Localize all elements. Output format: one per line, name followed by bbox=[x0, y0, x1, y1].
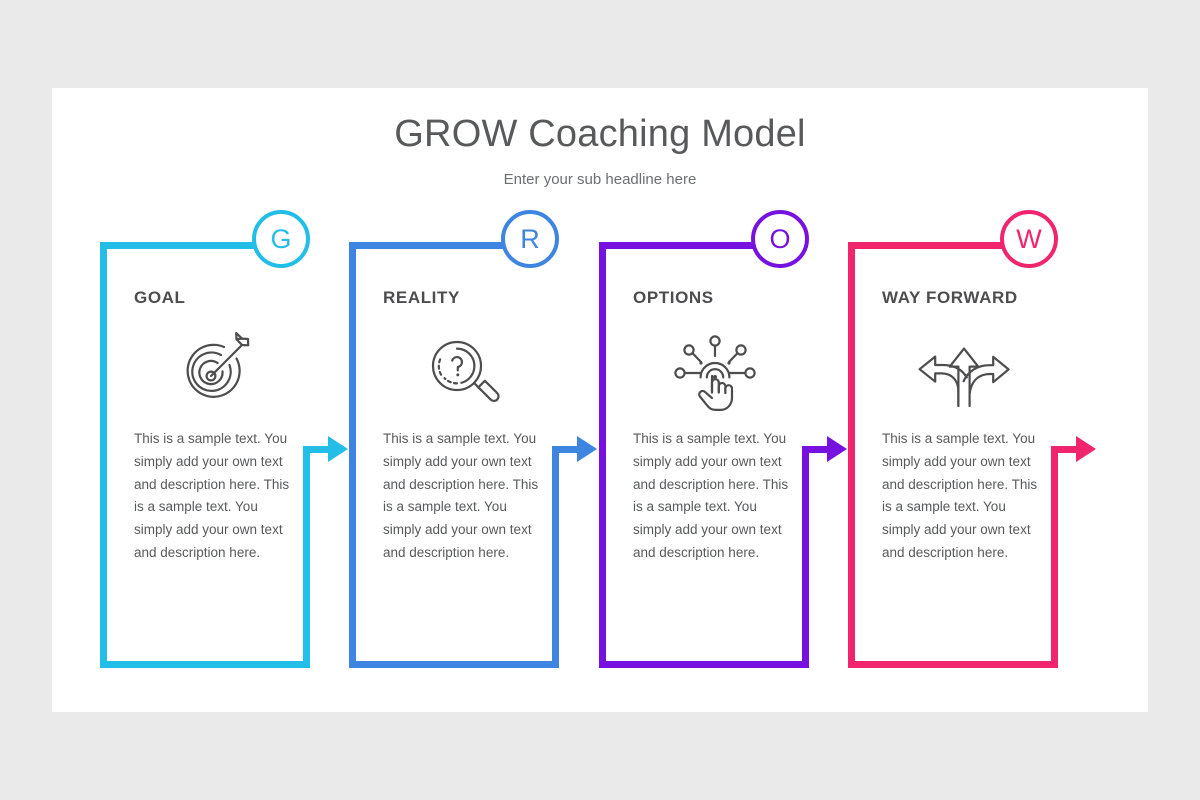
step-badge-r: R bbox=[501, 210, 559, 268]
card-right-border bbox=[552, 446, 559, 668]
three-arrows-icon bbox=[914, 332, 1014, 412]
card-bottom-border bbox=[100, 661, 310, 668]
step-card-goal[interactable]: G GOAL This is a sample text. You simply… bbox=[100, 210, 350, 668]
grow-steps-diagram: G GOAL This is a sample text. You simply… bbox=[52, 88, 1148, 712]
step-card-way-forward[interactable]: W WAY FORWARD This is a sample text. You… bbox=[848, 210, 1098, 668]
card-left-border bbox=[599, 242, 606, 668]
magnifier-question-icon bbox=[415, 332, 515, 412]
page-subtitle: Enter your sub headline here bbox=[503, 171, 697, 188]
card-left-border bbox=[100, 242, 107, 668]
connector-arrow-icon bbox=[328, 436, 348, 462]
target-arrow-icon bbox=[166, 332, 266, 412]
card-right-border bbox=[802, 446, 809, 668]
step-badge-letter: G bbox=[270, 223, 292, 254]
card-top-border bbox=[599, 242, 759, 249]
card-top-border bbox=[349, 242, 509, 249]
card-right-border bbox=[1051, 446, 1058, 668]
connector-arrow-icon bbox=[1076, 436, 1096, 462]
connector-arm bbox=[802, 446, 829, 453]
connector-arrow-icon bbox=[577, 436, 597, 462]
step-body-reality: This is a sample text. You simply add yo… bbox=[383, 431, 539, 560]
step-heading-way-forward: WAY FORWARD bbox=[882, 288, 1018, 307]
step-body-options: This is a sample text. You simply add yo… bbox=[633, 431, 789, 560]
page-title: GROW Coaching Model bbox=[394, 113, 806, 155]
step-heading-reality: REALITY bbox=[383, 288, 460, 307]
hand-network-icon bbox=[665, 332, 765, 412]
step-badge-w: W bbox=[1000, 210, 1058, 268]
step-badge-letter: R bbox=[520, 223, 540, 254]
connector-arrow-icon bbox=[827, 436, 847, 462]
card-bottom-border bbox=[349, 661, 559, 668]
card-top-border bbox=[848, 242, 1008, 249]
connector-arm bbox=[552, 446, 579, 453]
connector-arm bbox=[1051, 446, 1078, 453]
step-body-goal: This is a sample text. You simply add yo… bbox=[134, 431, 290, 560]
step-heading-options: OPTIONS bbox=[633, 288, 714, 307]
step-body-way-forward: This is a sample text. You simply add yo… bbox=[882, 431, 1038, 560]
connector-arm bbox=[303, 446, 330, 453]
card-bottom-border bbox=[848, 661, 1058, 668]
step-card-options[interactable]: O OPTIONS bbox=[599, 210, 849, 668]
step-card-reality[interactable]: R REALITY This is a sample text. You sim… bbox=[349, 210, 599, 668]
card-left-border bbox=[349, 242, 356, 668]
step-badge-o: O bbox=[751, 210, 809, 268]
step-heading-goal: GOAL bbox=[134, 288, 186, 307]
slide-canvas: GROW Coaching Model Enter your sub headl… bbox=[52, 88, 1148, 712]
card-left-border bbox=[848, 242, 855, 668]
card-right-border bbox=[303, 446, 310, 668]
step-badge-letter: W bbox=[1016, 223, 1042, 254]
step-badge-g: G bbox=[252, 210, 310, 268]
card-top-border bbox=[100, 242, 260, 249]
card-bottom-border bbox=[599, 661, 809, 668]
step-badge-letter: O bbox=[769, 223, 791, 254]
